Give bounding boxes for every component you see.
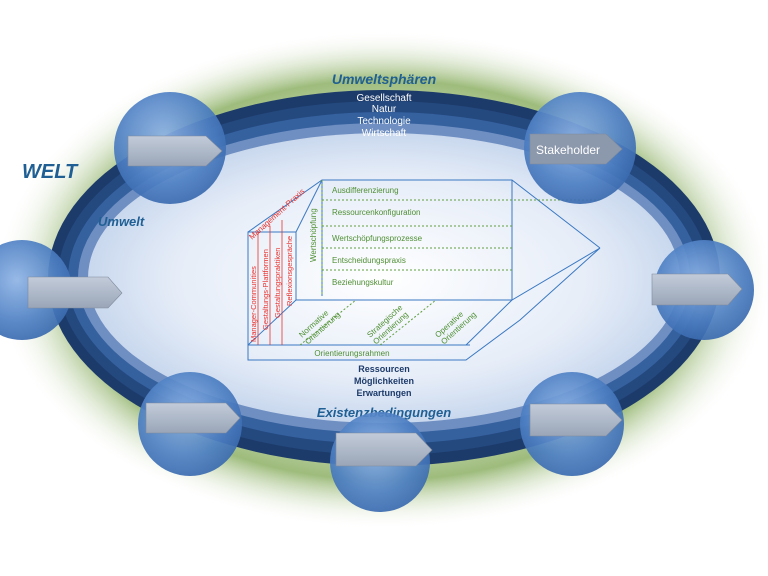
model-front-frame: [247, 231, 601, 361]
ring-label-natur: Natur: [372, 104, 397, 115]
model-inner-top: [295, 179, 323, 233]
stakeholder-arrow[interactable]: [651, 273, 743, 306]
stakeholder-circle-bottom-center: [330, 412, 433, 512]
model-bottom-edge: [247, 299, 297, 346]
model-right-diag: [465, 299, 513, 346]
mgmt-gestaltungs-plattformen: Gestaltungs-Plattformen: [261, 249, 270, 330]
mgmt-reflexionsgespraeche: Reflexionsgespräche: [285, 236, 294, 306]
mgmt-manager-communities: Manager-Communities: [249, 266, 258, 342]
ring-label-wirtschaft: Wirtschaft: [362, 128, 407, 139]
stakeholder-arrow[interactable]: [335, 432, 433, 467]
row-beziehungskultur: Beziehungskultur: [332, 278, 394, 287]
stakeholder-arrow[interactable]: [27, 276, 123, 309]
umwelt-area: [88, 133, 680, 423]
umweltsphaeren-label: Umweltsphären: [332, 71, 436, 87]
orientierungsrahmen-label: Orientierungsrahmen: [314, 349, 389, 358]
row-entscheidungspraxis: Entscheidungspraxis: [332, 256, 406, 265]
stakeholder-circle-left: [0, 240, 123, 340]
stakeholder-circle-top-right: Stakeholder: [524, 92, 636, 204]
stakeholder-arrow[interactable]: [127, 135, 223, 167]
ring-label-technologie: Technologie: [357, 116, 411, 127]
bottom-list-moeglichkeiten: Möglichkeiten: [354, 376, 414, 386]
bottom-list-erwartungen: Erwartungen: [356, 388, 411, 398]
model-back-top: [247, 179, 601, 249]
stakeholder-arrow[interactable]: [529, 403, 623, 437]
stakeholder-arrow[interactable]: [529, 133, 623, 165]
row-ausdifferenzierung: Ausdifferenzierung: [332, 186, 399, 195]
row-wertschoepfungsprozesse: Wertschöpfungsprozesse: [332, 234, 423, 243]
row-ressourcenkonfiguration: Ressourcenkonfiguration: [332, 208, 421, 217]
umwelt-label: Umwelt: [98, 214, 145, 229]
welt-label: WELT: [22, 161, 79, 183]
stakeholder-circle-top-left: [114, 92, 226, 204]
bottom-list-ressourcen: Ressourcen: [358, 364, 410, 374]
stakeholder-label: Stakeholder: [536, 143, 600, 157]
ring-label-gesellschaft: Gesellschaft: [356, 93, 411, 104]
stakeholder-circle-right: [651, 240, 754, 340]
model-row-lines: [299, 180, 600, 346]
mgmt-gestaltungspraktiken: Gestaltungspraktiken: [273, 248, 282, 318]
stakeholder-circle-bottom-left: [138, 372, 242, 476]
stakeholder-circle-bottom-right: [520, 372, 624, 476]
management-praxis-group: [257, 220, 283, 345]
wertschoepfung-label: Wertschöpfung: [309, 208, 318, 262]
stakeholder-arrow[interactable]: [145, 402, 241, 434]
